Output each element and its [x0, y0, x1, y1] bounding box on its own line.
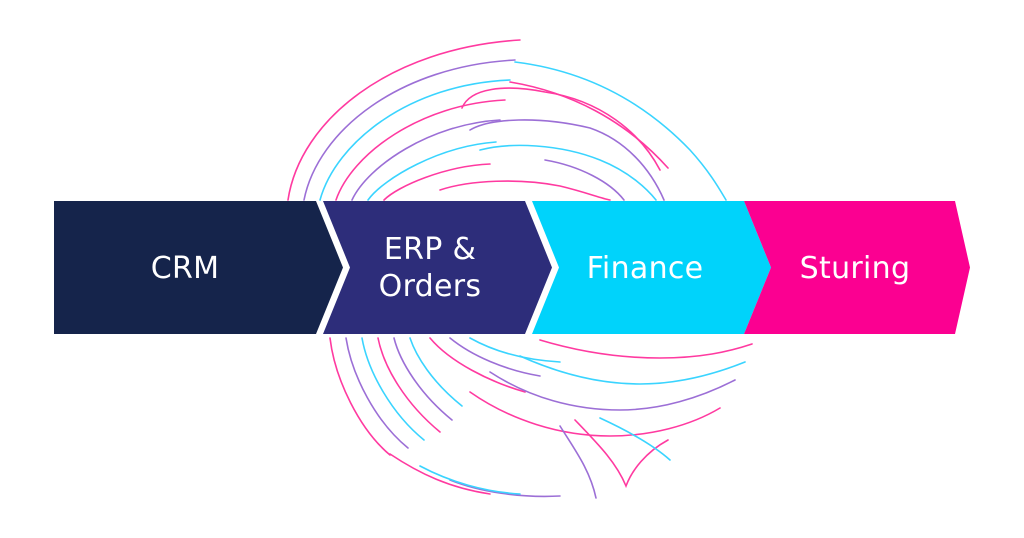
step-crm-label: CRM	[150, 251, 220, 286]
step-sturing-label: Sturing	[799, 251, 911, 286]
step-erp-label: ERP & Orders	[378, 232, 482, 304]
step-finance-arrow	[532, 201, 771, 334]
step-erp-arrow	[323, 201, 552, 334]
step-sturing-arrow	[744, 201, 970, 334]
step-crm-arrow	[54, 201, 343, 334]
fingerprint-icon	[287, 39, 753, 499]
step-finance-label: Finance	[586, 251, 704, 286]
